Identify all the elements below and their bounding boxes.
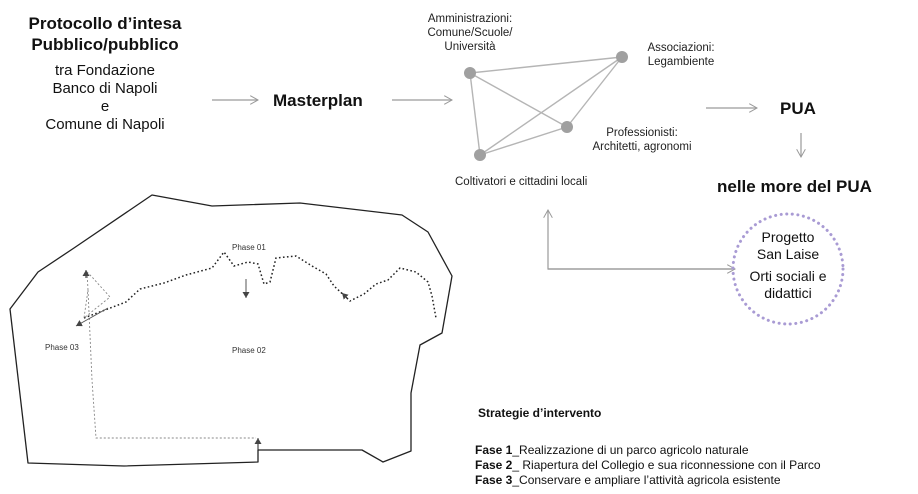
fase-3: Fase 3_Conservare e ampliare l’attività … bbox=[475, 473, 781, 487]
node-coltivatori bbox=[474, 149, 486, 161]
phase03-label: Phase 03 bbox=[45, 343, 79, 352]
site-map bbox=[9, 194, 453, 467]
label-coltivatori: Coltivatori e cittadini locali bbox=[455, 176, 588, 188]
network-edges bbox=[469, 56, 623, 156]
strategie-list: Fase 1_Realizzazione di un parco agricol… bbox=[475, 443, 821, 488]
protocollo-block: Protocollo d’intesa Pubblico/pubblico tr… bbox=[0, 13, 210, 134]
label-amministrazioni: Amministrazioni: Comune/Scuole/ Universi… bbox=[427, 13, 513, 53]
arrow-feedback-loop bbox=[548, 210, 734, 270]
phase03-arrow bbox=[75, 307, 109, 327]
phase01-label: Phase 01 bbox=[232, 243, 266, 252]
label-professionisti: Professionisti: Architetti, agronomi bbox=[592, 127, 692, 153]
strategie-title: Strategie d’intervento bbox=[478, 406, 602, 420]
phase02-label: Phase 02 bbox=[232, 346, 266, 355]
fase-2: Fase 2_ Riapertura del Collegio e sua ri… bbox=[475, 458, 821, 472]
protocollo-line-1: tra Fondazione bbox=[54, 62, 156, 79]
label-associazioni: Associazioni: Legambiente bbox=[647, 42, 715, 68]
pua-label: PUA bbox=[780, 99, 816, 118]
node-associazioni bbox=[616, 51, 628, 63]
node-professionisti bbox=[561, 121, 573, 133]
protocollo-line-4: Comune di Napoli bbox=[45, 116, 165, 133]
protocollo-line-3: e bbox=[100, 98, 110, 115]
progetto-circle bbox=[731, 212, 845, 326]
protocollo-title-2: Pubblico/pubblico bbox=[31, 35, 179, 54]
node-amministrazioni bbox=[464, 67, 476, 79]
protocollo-title-1: Protocollo d’intesa bbox=[28, 14, 182, 33]
progetto-text: Progetto San Laise Orti sociali e didatt… bbox=[749, 229, 827, 301]
fase-1: Fase 1_Realizzazione di un parco agricol… bbox=[475, 443, 749, 457]
nelle-more-label: nelle more del PUA bbox=[717, 177, 872, 196]
masterplan-label: Masterplan bbox=[273, 91, 363, 110]
protocollo-line-2: Banco di Napoli bbox=[52, 80, 158, 97]
